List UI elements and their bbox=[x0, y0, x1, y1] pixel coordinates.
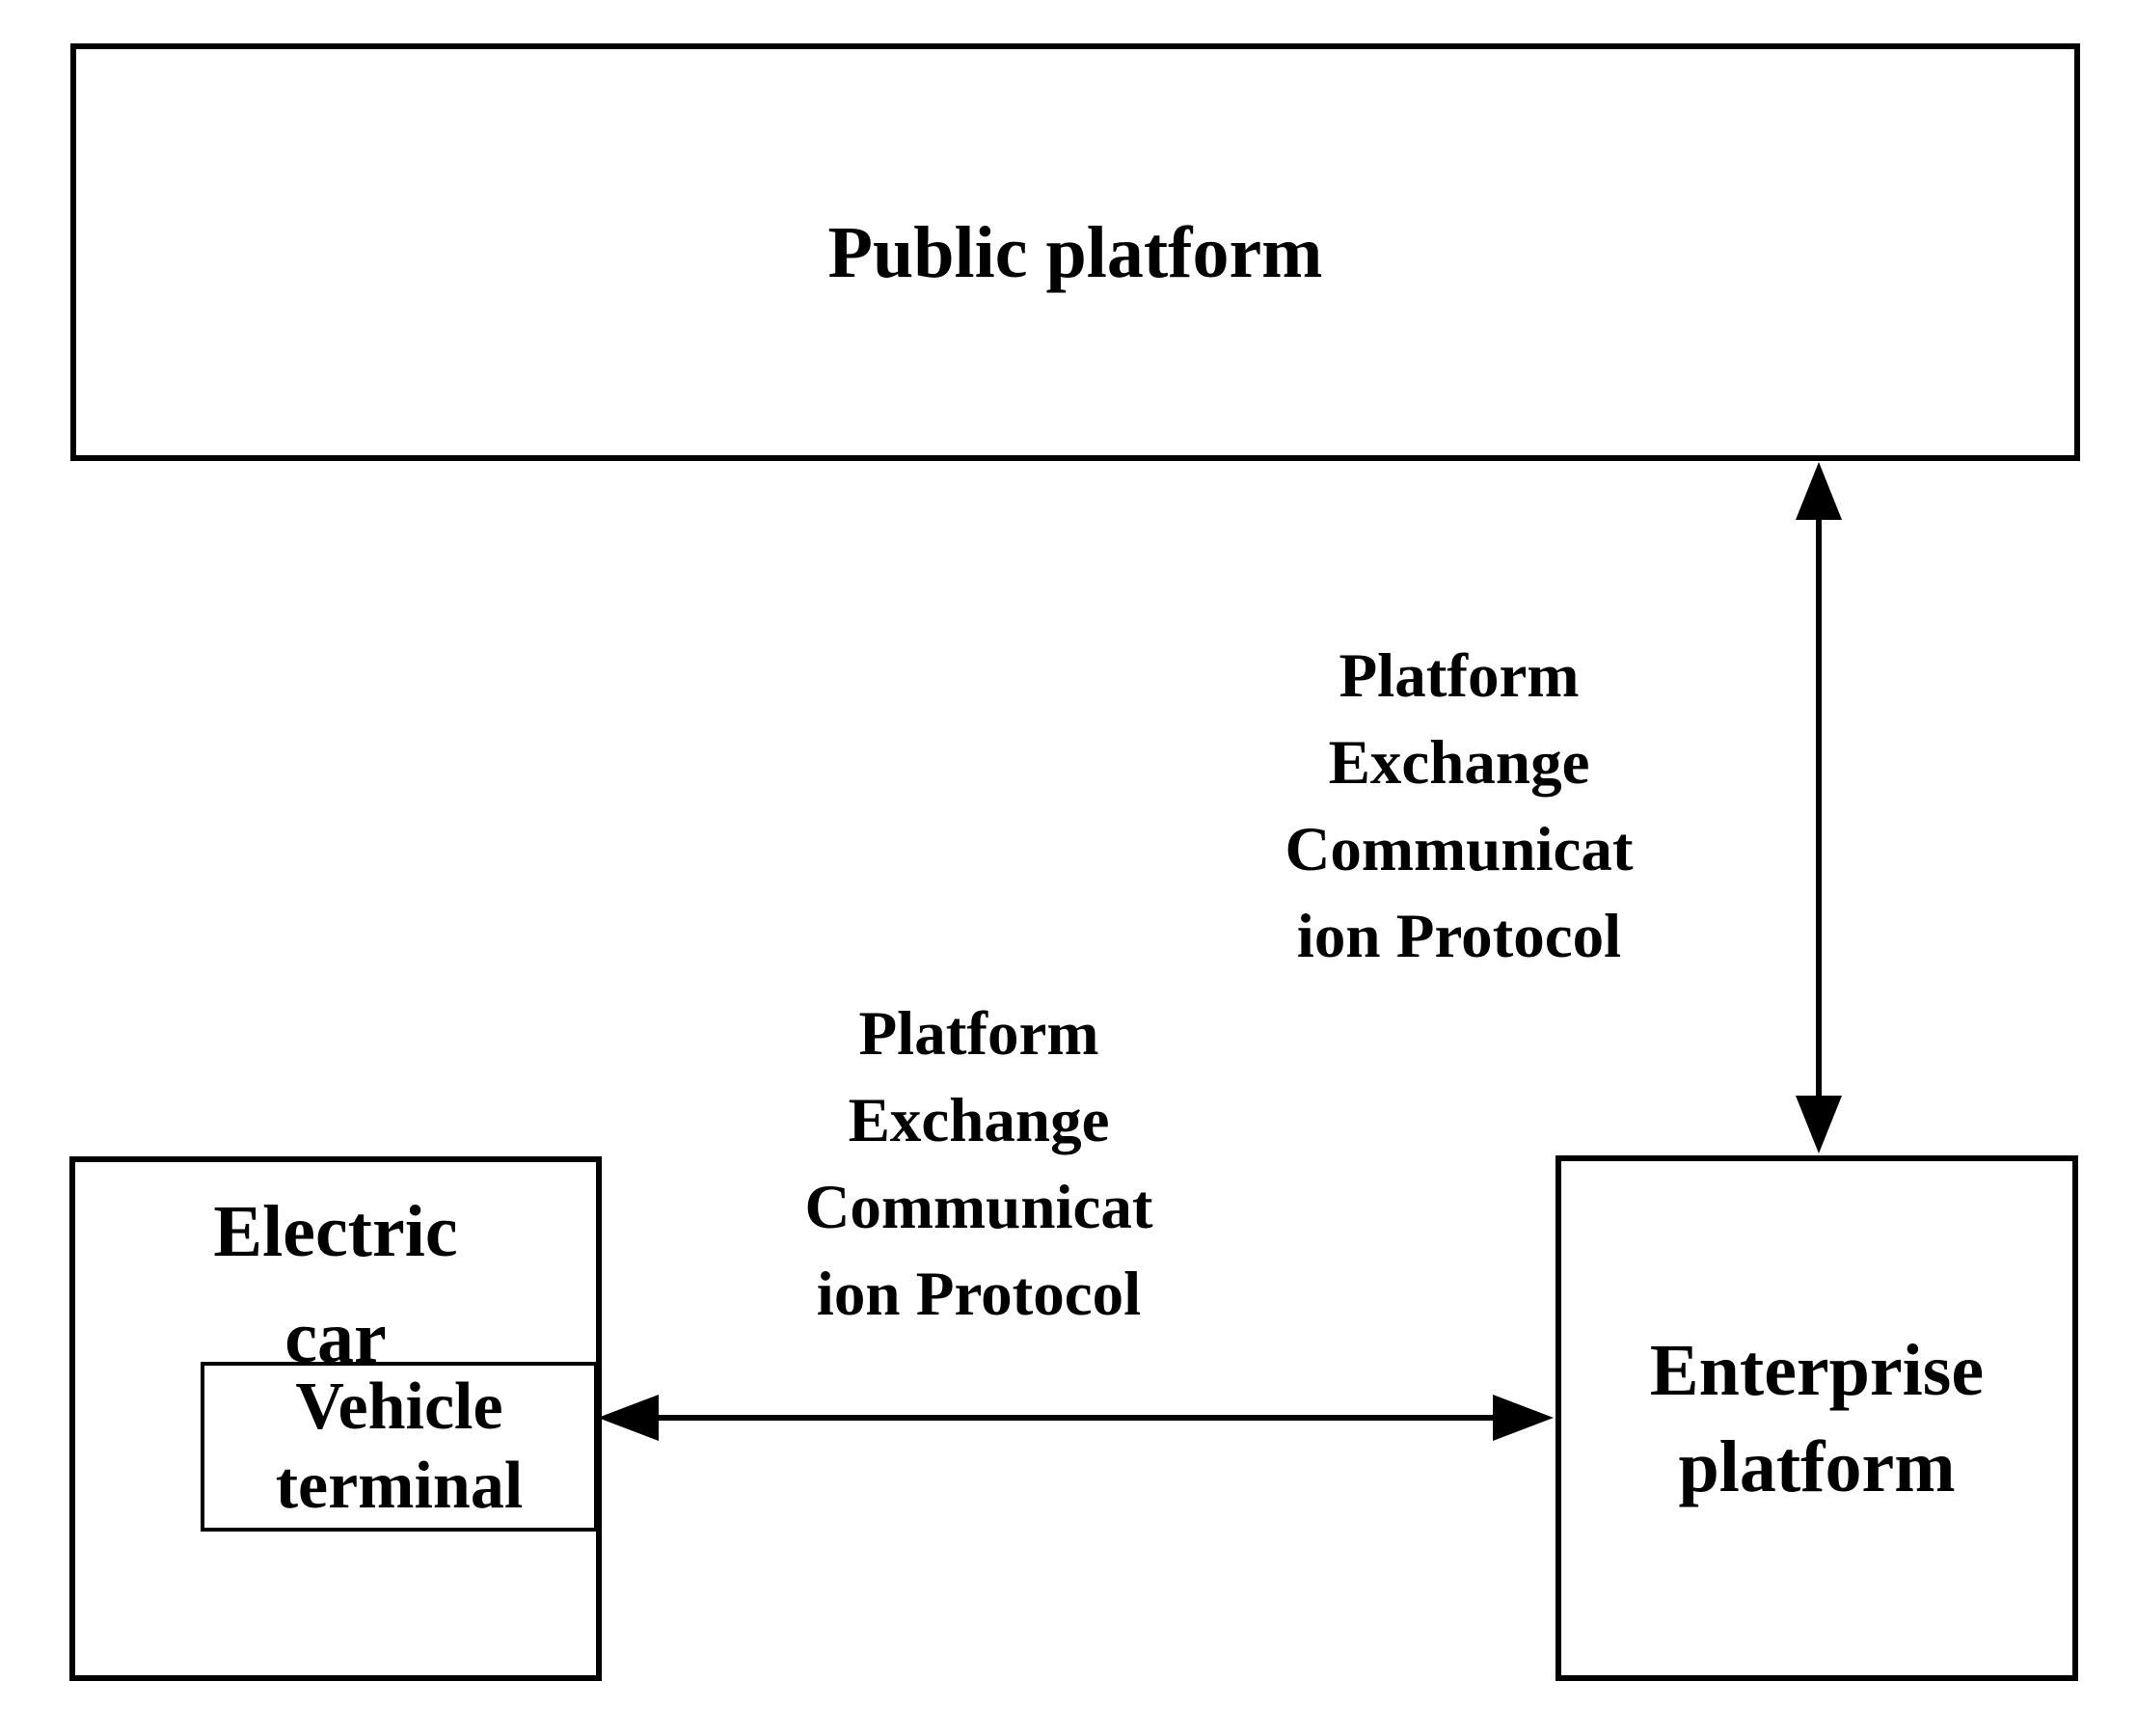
horizontal-arrow-label: Platform Exchange Communicat ion Protoco… bbox=[804, 999, 1153, 1329]
public-platform-box: Public platform bbox=[70, 43, 2080, 461]
arrowhead-right-icon bbox=[1493, 1395, 1554, 1441]
enterprise-platform-box: Enterprise platform bbox=[1555, 1155, 2078, 1681]
arrowhead-down-icon bbox=[1796, 1096, 1842, 1153]
vertical-double-arrow bbox=[1796, 462, 1842, 1153]
vehicle-terminal-box: Vehicle terminal bbox=[201, 1362, 598, 1532]
vertical-arrow-label: Platform Exchange Communicat ion Protoco… bbox=[1285, 641, 1634, 971]
horizontal-double-arrow bbox=[598, 1395, 1554, 1441]
electric-car-label: Electric car bbox=[213, 1191, 458, 1378]
arrowhead-up-icon bbox=[1796, 462, 1842, 520]
arrowhead-left-icon bbox=[598, 1395, 659, 1441]
vehicle-terminal-label: Vehicle terminal bbox=[275, 1370, 524, 1523]
public-platform-label: Public platform bbox=[827, 211, 1323, 293]
enterprise-platform-label: Enterprise platform bbox=[1649, 1329, 1985, 1507]
